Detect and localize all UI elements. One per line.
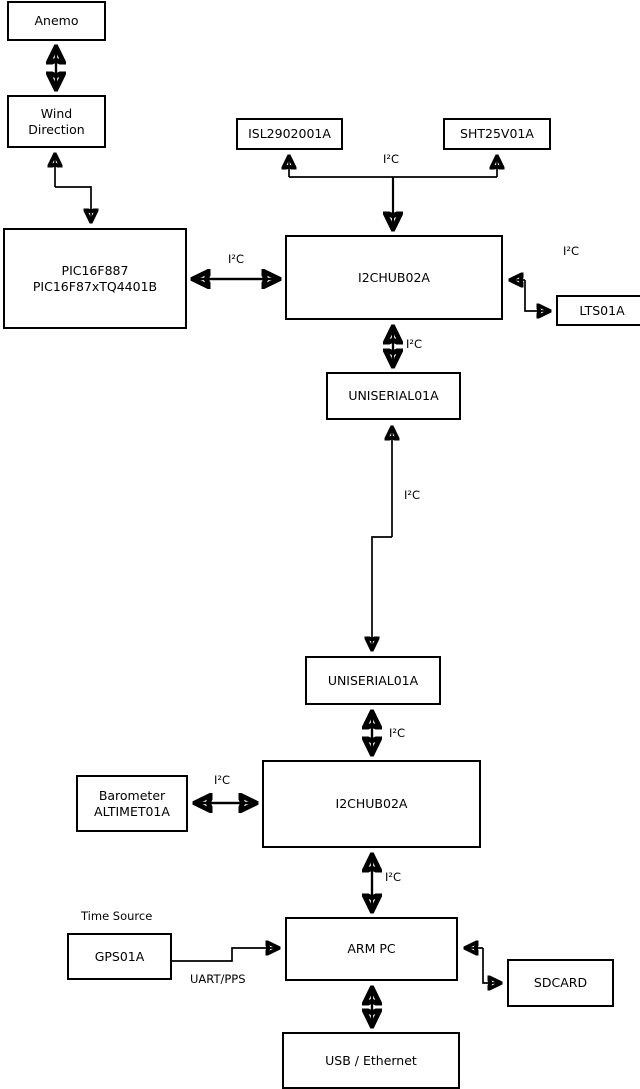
node-uniserial01a-bottom[interactable]: UNISERIAL01A bbox=[305, 656, 441, 705]
node-pic16f887[interactable]: PIC16F887 PIC16F87xTQ4401B bbox=[3, 228, 187, 329]
node-barometer-altimet01a[interactable]: Barometer ALTIMET01A bbox=[76, 775, 188, 832]
edge-label-i2c-barometer-hub2: I²C bbox=[214, 773, 231, 787]
node-anemo[interactable]: Anemo bbox=[7, 1, 106, 41]
node-uniserial01a-top[interactable]: UNISERIAL01A bbox=[326, 372, 461, 420]
edge-label-uart-pps: UART/PPS bbox=[190, 972, 246, 986]
wire-winddirection-pic bbox=[55, 186, 91, 221]
edge-label-i2c-hub2-armpc: I²C bbox=[385, 870, 402, 884]
edge-label-i2c-top-bus: I²C bbox=[383, 152, 400, 166]
node-lts01a[interactable]: LTS01A bbox=[556, 295, 640, 326]
edge-label-i2c-hub-uniserial: I²C bbox=[406, 337, 423, 351]
node-isl2902001a[interactable]: ISL2902001A bbox=[236, 118, 343, 150]
node-gps01a[interactable]: GPS01A bbox=[67, 933, 172, 980]
wire-armpc-sdcard bbox=[482, 948, 500, 983]
edge-label-i2c-pic-hub: I²C bbox=[228, 252, 245, 266]
wire-gps-armpc bbox=[172, 948, 278, 962]
edge-label-i2c-hub-lts: I²C bbox=[563, 244, 580, 258]
node-arm-pc[interactable]: ARM PC bbox=[285, 917, 458, 981]
node-sdcard[interactable]: SDCARD bbox=[507, 959, 614, 1007]
edge-label-i2c-uniserial-link: I²C bbox=[404, 488, 421, 502]
node-i2chub02a-top[interactable]: I2CHUB02A bbox=[285, 235, 503, 320]
node-usb-ethernet[interactable]: USB / Ethernet bbox=[282, 1032, 460, 1089]
node-sht25v01a[interactable]: SHT25V01A bbox=[443, 118, 551, 150]
wire-hub-lts bbox=[524, 280, 549, 311]
label-time-source: Time Source bbox=[81, 909, 153, 923]
node-wind-direction[interactable]: Wind Direction bbox=[7, 95, 106, 148]
node-i2chub02a-bottom[interactable]: I2CHUB02A bbox=[262, 760, 481, 848]
wire-uniserial-link-down bbox=[372, 536, 392, 649]
edge-label-i2c-uniserial-hub2: I²C bbox=[389, 726, 406, 740]
